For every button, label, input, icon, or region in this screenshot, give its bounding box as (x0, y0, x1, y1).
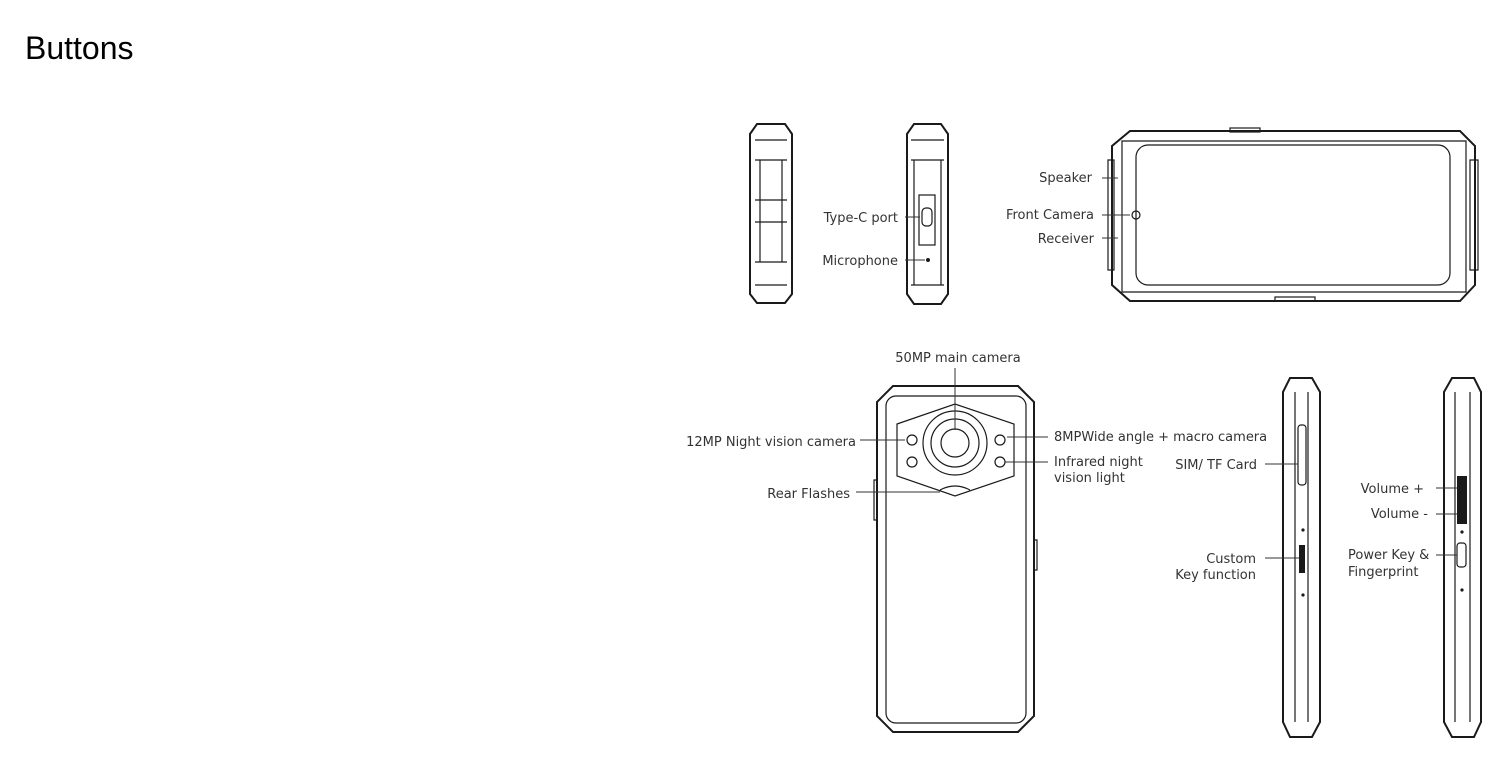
infrared-light-label-line-2: vision light (1054, 471, 1125, 486)
microphone-label: Microphone (822, 254, 898, 269)
main-camera-label: 50MP main camera (895, 351, 1020, 366)
wide-camera-label: 8MPWide angle + macro camera (1054, 430, 1267, 445)
phone-top-view (749, 123, 793, 304)
phone-bottom-view (906, 123, 949, 305)
phone-left-side-view (1282, 377, 1321, 738)
infrared-light-label-line-1: Infrared night (1054, 455, 1143, 470)
custom-key-label-line-2: Key function (1175, 568, 1256, 583)
page-title: Buttons (25, 30, 134, 66)
power-key-label-line-2: Fingerprint (1348, 565, 1419, 580)
sim-card-label: SIM/ TF Card (1175, 458, 1257, 473)
phone-front-view (1107, 127, 1479, 302)
night-camera-label: 12MP Night vision camera (686, 435, 856, 450)
custom-key-label-line-1: Custom (1206, 552, 1256, 567)
phone-right-side-view (1443, 377, 1482, 738)
phone-back-view (873, 385, 1038, 733)
front-camera-label: Front Camera (1006, 208, 1094, 223)
volume-up-label: Volume + (1361, 482, 1424, 497)
rear-flashes-label: Rear Flashes (767, 487, 850, 502)
receiver-label: Receiver (1038, 232, 1095, 247)
speaker-label: Speaker (1039, 171, 1093, 186)
callout-lines (856, 177, 1457, 559)
type-c-port-label: Type-C port (823, 211, 898, 226)
volume-down-label: Volume - (1371, 507, 1428, 522)
power-key-label-line-1: Power Key & (1348, 548, 1429, 563)
